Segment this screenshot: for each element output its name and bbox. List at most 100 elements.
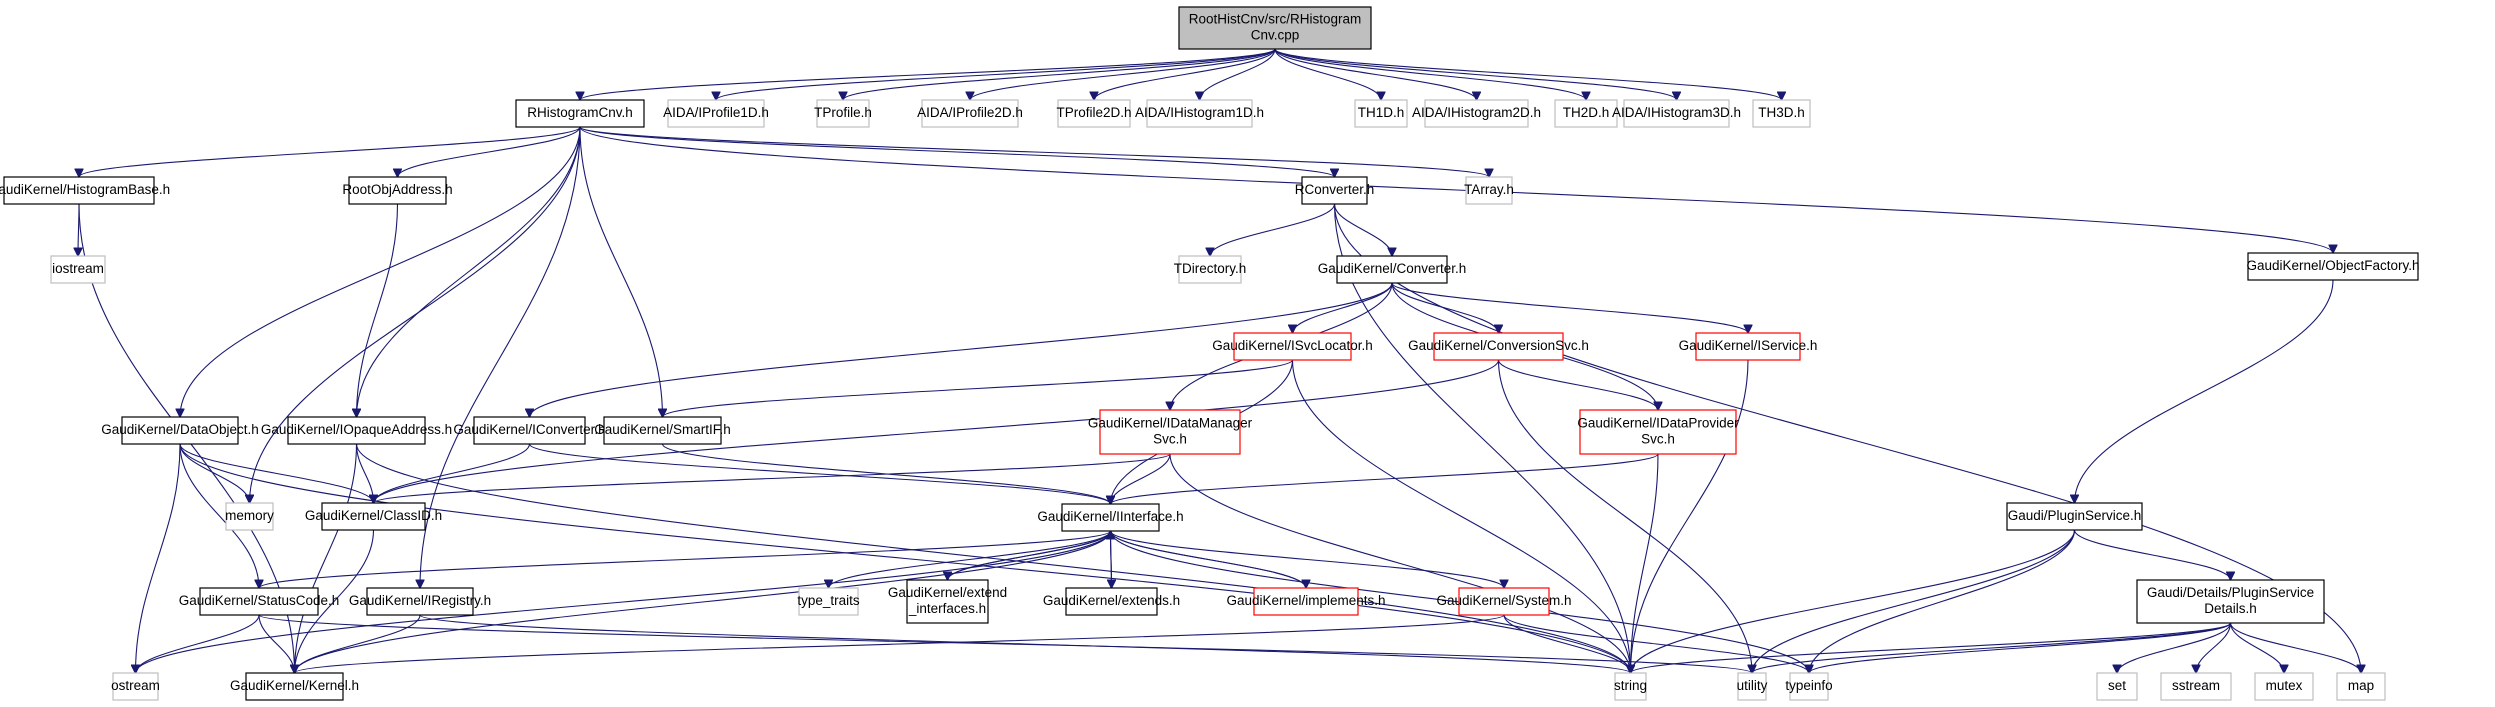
edge-conversionsvc-to-utility (1497, 359, 1753, 673)
node-label: sstream (2172, 678, 2220, 693)
edge-rhistcnv-to-iopaque (357, 126, 581, 417)
edge-rhistcnv-to-memory (250, 126, 581, 503)
edge-pluginsvc-to-typeinfo (1809, 529, 2076, 673)
edge-root-to-th1d (1274, 48, 1381, 100)
edge-rconverter-to-tdirectory (1210, 203, 1336, 256)
node-label: Svc.h (1641, 432, 1675, 447)
node-ihist2d: AIDA/IHistogram2D.h (1412, 99, 1541, 128)
node-label: GaudiKernel/HistogramBase.h (0, 182, 170, 197)
node-label: GaudiKernel/ObjectFactory.h (2246, 258, 2419, 273)
edge-converter-to-conversionsvc (1391, 282, 1499, 333)
node-conversionsvc[interactable]: GaudiKernel/ConversionSvc.h (1408, 332, 1589, 361)
node-box (348, 176, 447, 205)
edge-root-to-th2d (1274, 48, 1586, 100)
edge-dataobject-to-classid (179, 443, 374, 503)
node-box (1614, 672, 1647, 701)
edge-dataobject-to-statuscode (179, 443, 259, 588)
node-typetraits: type_traits (797, 587, 860, 616)
node-implements[interactable]: GaudiKernel/implements.h (1226, 587, 1386, 616)
edge-pluginsvcdetails-to-mutex (2229, 622, 2285, 673)
node-box (1752, 99, 1811, 128)
node-map: map (2336, 672, 2386, 701)
node-box (321, 502, 426, 531)
node-rootobjaddr[interactable]: RootObjAddress.h (342, 176, 453, 205)
node-iopaque[interactable]: GaudiKernel/IOpaqueAddress.h (261, 416, 452, 445)
edge-rhistcnv-to-rootobjaddr (398, 126, 581, 177)
edge-root-to-ihist2d (1274, 48, 1477, 100)
node-box (1233, 332, 1352, 361)
node-label: RConverter.h (1295, 182, 1375, 197)
node-box (2160, 672, 2232, 701)
node-label: Gaudi/PluginService.h (2008, 508, 2142, 523)
edge-pluginsvc-to-string (1631, 529, 2076, 673)
node-dataobject[interactable]: GaudiKernel/DataObject.h (101, 416, 259, 445)
node-iregistry[interactable]: GaudiKernel/IRegistry.h (349, 587, 491, 616)
node-box (1465, 176, 1513, 205)
edge-objfactory-to-pluginsvc (2075, 279, 2334, 503)
edge-iinterface-to-typetraits (829, 530, 1112, 588)
node-rhistcnv[interactable]: RHistogramCnv.h (515, 99, 645, 128)
node-box (1789, 672, 1829, 701)
node-box (1301, 176, 1368, 205)
edge-rhistcnv-to-rconverter (579, 126, 1335, 177)
node-tprofile2d: TProfile2D.h (1056, 99, 1132, 128)
node-label: Cnv.cpp (1251, 28, 1300, 43)
edge-root-to-tprofile2d (1094, 48, 1276, 100)
node-label: string (1614, 678, 1647, 693)
node-label: GaudiKernel/implements.h (1226, 593, 1385, 608)
node-smartif[interactable]: GaudiKernel/SmartIF.h (594, 416, 731, 445)
node-layer: RootHistCnv/src/RHistogramCnv.cppRHistog… (0, 6, 2420, 701)
node-iprofile2d: AIDA/IProfile2D.h (917, 99, 1023, 128)
edge-iservice-to-string (1631, 359, 1749, 673)
node-box (1737, 672, 1767, 701)
node-ihist3d: AIDA/IHistogram3D.h (1612, 99, 1741, 128)
node-objfactory[interactable]: GaudiKernel/ObjectFactory.h (2246, 252, 2420, 281)
node-iinterface[interactable]: GaudiKernel/IInterface.h (1037, 503, 1184, 532)
node-box (515, 99, 645, 128)
node-classid[interactable]: GaudiKernel/ClassID.h (305, 502, 442, 531)
node-extendif[interactable]: GaudiKernel/extend_interfaces.h (888, 579, 1007, 624)
node-converter[interactable]: GaudiKernel/Converter.h (1318, 255, 1467, 284)
node-label: Svc.h (1153, 432, 1187, 447)
edge-root-to-ihist3d (1274, 48, 1677, 100)
node-statuscode[interactable]: GaudiKernel/StatusCode.h (179, 587, 340, 616)
node-label: TProfile2D.h (1056, 105, 1131, 120)
node-box (603, 416, 722, 445)
node-label: GaudiKernel/extend (888, 585, 1007, 600)
node-box (287, 416, 426, 445)
node-rconverter[interactable]: RConverter.h (1295, 176, 1375, 205)
node-utility: utility (1737, 672, 1768, 701)
node-label: GaudiKernel/Kernel.h (230, 678, 359, 693)
node-label: TProfile.h (814, 105, 872, 120)
node-box (1061, 503, 1160, 532)
node-label: GaudiKernel/IDataProvider (1577, 416, 1739, 431)
edge-system-to-kernel (295, 614, 1505, 673)
edge-extendif-to-iinterface (946, 531, 1111, 581)
node-extends[interactable]: GaudiKernel/extends.h (1043, 587, 1180, 616)
node-box (1057, 99, 1131, 128)
node-system[interactable]: GaudiKernel/System.h (1436, 587, 1572, 616)
node-label: mutex (2266, 678, 2303, 693)
edge-pluginsvcdetails-to-typeinfo (1809, 622, 2232, 673)
edge-isvclocator-to-string (1291, 359, 1631, 673)
node-histbase[interactable]: GaudiKernel/HistogramBase.h (0, 176, 170, 205)
node-label: AIDA/IProfile2D.h (917, 105, 1023, 120)
node-iconverter[interactable]: GaudiKernel/IConverter.h (453, 416, 606, 445)
node-label: Details.h (2204, 601, 2257, 616)
node-isvclocator[interactable]: GaudiKernel/ISvcLocator.h (1212, 332, 1373, 361)
node-root[interactable]: RootHistCnv/src/RHistogramCnv.cpp (1178, 6, 1372, 50)
node-box (1178, 255, 1242, 284)
node-label: GaudiKernel/SmartIF.h (594, 422, 731, 437)
node-kernel[interactable]: GaudiKernel/Kernel.h (230, 672, 359, 701)
node-label: AIDA/IHistogram2D.h (1412, 105, 1541, 120)
node-box (1458, 587, 1550, 616)
edge-pluginsvc-to-pluginsvcdetails (2073, 529, 2231, 580)
node-pluginsvc[interactable]: Gaudi/PluginService.h (2006, 502, 2143, 531)
edge-root-to-tprofile (843, 48, 1276, 100)
node-box (1623, 99, 1730, 128)
node-label: typeinfo (1785, 678, 1832, 693)
node-iservice[interactable]: GaudiKernel/IService.h (1679, 332, 1818, 361)
